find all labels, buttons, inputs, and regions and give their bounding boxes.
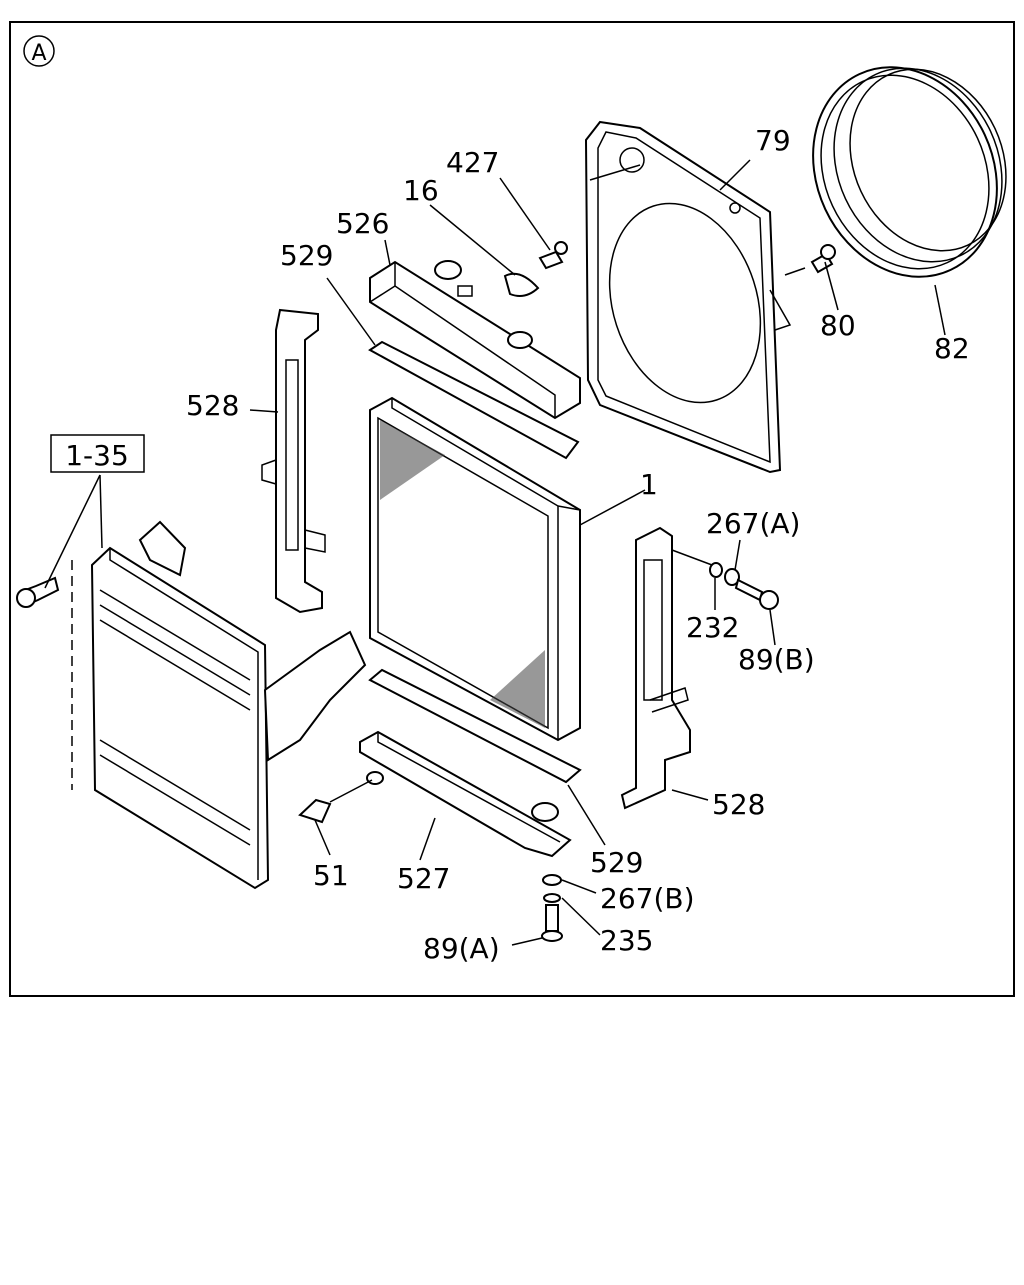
bolt-89b: [734, 578, 779, 610]
callout-79: 79: [755, 124, 791, 157]
bolt-427: [538, 241, 568, 270]
callout-267a: 267(A): [706, 507, 800, 540]
callout-89a: 89(A): [423, 932, 500, 965]
bolt-left: [16, 576, 60, 608]
diagram-frame: [9, 21, 1015, 997]
callout-267b: 267(B): [600, 882, 695, 915]
fan-shroud: [584, 120, 792, 474]
upper-gasket: [368, 340, 580, 460]
callout-80: 80: [820, 309, 856, 342]
view-marker-letter: A: [31, 41, 46, 66]
callout-528-right: 528: [712, 788, 765, 821]
bolt-80: [810, 244, 836, 274]
callout-82: 82: [934, 332, 970, 365]
leader-lines: [44, 159, 946, 946]
reference-box-border: [50, 434, 145, 473]
right-side-bracket: [620, 526, 691, 810]
washer-235: [543, 893, 561, 903]
callout-1: 1: [640, 468, 658, 501]
shroud-ring: [812, 66, 1007, 278]
callout-529-bottom: 529: [590, 846, 643, 879]
reference-box: 1-35: [50, 434, 145, 473]
left-side-bracket: [261, 308, 326, 614]
callout-235: 235: [600, 924, 653, 957]
callout-427: 427: [446, 146, 499, 179]
lower-gasket: [368, 668, 582, 784]
lower-tank: [359, 730, 572, 858]
callout-89b: 89(B): [738, 643, 815, 676]
view-marker: A: [23, 35, 55, 67]
washer-267a: [724, 568, 740, 586]
collar-232: [709, 562, 723, 578]
washer-267b: [542, 874, 562, 886]
upper-tank: [369, 260, 581, 420]
callout-16: 16: [403, 174, 439, 207]
callout-232: 232: [686, 611, 739, 644]
intercooler: [71, 520, 367, 890]
callout-51: 51: [313, 859, 349, 892]
callout-526: 526: [336, 207, 389, 240]
radiator-core: [369, 396, 581, 742]
bolt-89a: [541, 904, 563, 942]
drain-plug-51: [298, 798, 332, 824]
callout-labels: 79 427 16 526 529 528 1 80 82 267(A) 232…: [186, 124, 970, 965]
reference-box-label: 1-35: [65, 439, 129, 472]
callout-527: 527: [397, 862, 450, 895]
callout-528-left: 528: [186, 389, 239, 422]
view-marker-circle: [23, 35, 55, 67]
callout-529-top: 529: [280, 239, 333, 272]
